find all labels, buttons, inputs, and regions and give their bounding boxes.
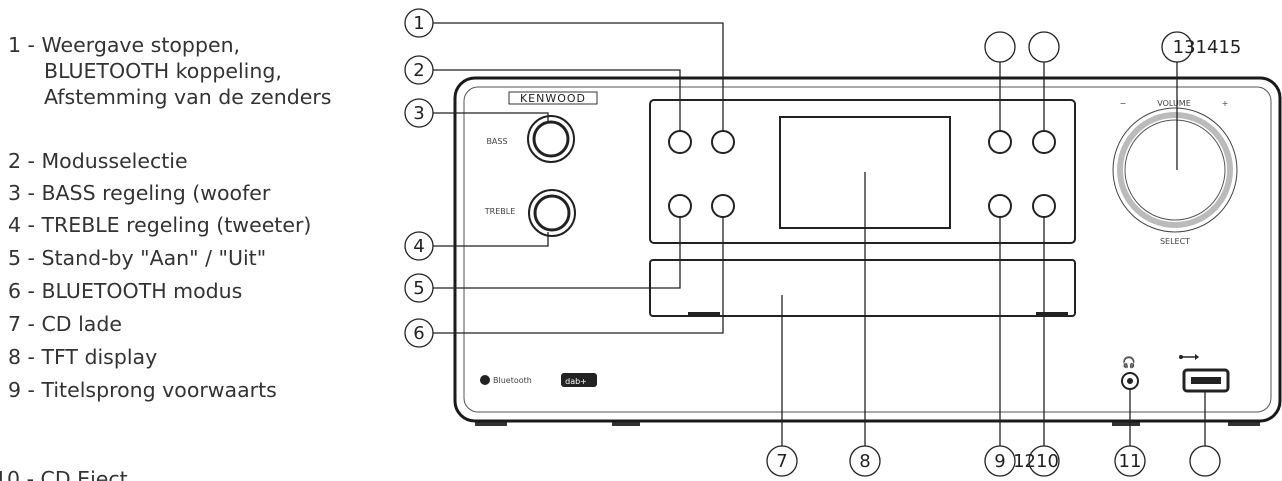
device-foot-right [1228, 420, 1260, 426]
leader-line-5 [433, 217, 681, 289]
legend-item-3: 3 - BASS regeling (woofer [8, 181, 271, 205]
callout-circle-6 [404, 318, 434, 348]
callout-circle-9 [984, 445, 1016, 477]
treble-label: TREBLE [484, 207, 516, 216]
callout-circle-2 [404, 55, 434, 85]
volume-minus-label: − [1120, 99, 1127, 108]
callout-circle-5 [404, 273, 434, 303]
svg-text:Bluetooth: Bluetooth [493, 376, 532, 385]
callout-5: 5 [413, 278, 424, 299]
dab-icon [561, 373, 597, 387]
callout-1: 1 [413, 13, 424, 34]
volume-knob[interactable] [1117, 112, 1233, 228]
leader-line-4 [433, 232, 549, 247]
bluetooth-icon [480, 375, 490, 385]
cd-tray [649, 259, 1076, 317]
callout-circle-14 [1028, 31, 1060, 63]
callout-circle-13 [984, 31, 1016, 63]
callout-2: 2 [413, 60, 424, 81]
bass-knob-inner [532, 120, 570, 158]
callout-9: 9 [994, 451, 1005, 472]
treble-knob-inner [533, 194, 571, 232]
select-label: SELECT [1160, 237, 1190, 246]
volume-knob-ring [1112, 107, 1238, 233]
leader-line-2 [433, 69, 681, 131]
callout-15: 131415 [1173, 37, 1242, 58]
callout-circle-12 [1189, 445, 1221, 477]
device-foot-center-right [1112, 420, 1140, 426]
callout-10: 1210 [1013, 451, 1059, 472]
callout-8: 8 [859, 451, 870, 472]
cd-tray-tab-left [688, 312, 720, 316]
device-body [453, 76, 1282, 423]
callout-6: 6 [413, 323, 424, 344]
volume-knob-inner [1124, 119, 1226, 221]
legend-item-6: 6 - BLUETOOTH modus [8, 279, 243, 303]
legend-item-9: 9 - Titelsprong voorwaarts [8, 378, 277, 402]
callout-11: 11 [1119, 451, 1142, 472]
volume-plus-label: + [1222, 99, 1229, 108]
mode-button[interactable] [668, 130, 692, 154]
leader-line-1 [433, 22, 724, 131]
skip-forward-button[interactable] [988, 194, 1012, 218]
standby-button[interactable] [668, 194, 692, 218]
legend-item-2: 2 - Modusselectie [8, 149, 188, 173]
callout-7: 7 [776, 451, 787, 472]
legend-item-8: 8 - TFT display [8, 345, 158, 369]
legend-item-10: 10 - CD Eject [0, 467, 128, 481]
volume-label: VOLUME [1157, 99, 1191, 108]
bass-knob[interactable] [527, 115, 575, 163]
bluetooth-logo: Bluetooth [480, 375, 532, 385]
legend-item-5: 5 - Stand-by "Aan" / "Uit" [8, 246, 267, 270]
bluetooth-mode-button[interactable] [711, 194, 735, 218]
callout-circle-10 [1028, 445, 1060, 477]
cd-tray-tab-right [1036, 312, 1068, 316]
usb-port-slot [1191, 377, 1221, 384]
callout-circle-15 [1161, 31, 1193, 63]
stop-button[interactable] [711, 130, 735, 154]
play-pause-button[interactable] [1032, 130, 1056, 154]
brand-logo: KENWOOD [520, 92, 586, 105]
control-panel [649, 99, 1076, 244]
callout-4: 4 [413, 236, 424, 257]
callout-circle-7 [766, 445, 798, 477]
eject-button[interactable] [1032, 194, 1056, 218]
leader-lines [433, 22, 1206, 447]
headphone-jack-hole [1127, 378, 1133, 384]
callout-circle-11 [1114, 445, 1146, 477]
treble-knob[interactable] [528, 189, 576, 237]
svg-text:dab+: dab+ [565, 377, 587, 386]
headphone-icon: 🎧 [1122, 356, 1136, 369]
callouts [404, 8, 1221, 477]
usb-icon [1179, 354, 1199, 360]
legend-item-7: 7 - CD lade [8, 312, 122, 336]
callout-3: 3 [413, 103, 424, 124]
device-inner-frame [463, 86, 1272, 413]
callout-circle-1 [404, 8, 434, 38]
skip-back-button[interactable] [988, 130, 1012, 154]
callout-circle-3 [404, 98, 434, 128]
legend: 1 - Weergave stoppen, BLUETOOTH koppelin… [0, 0, 400, 481]
callout-circle-8 [849, 445, 881, 477]
leader-line-3 [433, 112, 549, 122]
device-foot-left [475, 420, 507, 426]
callout-circle-4 [404, 231, 434, 261]
brand-box [508, 91, 598, 105]
dab-logo: dab+ [561, 373, 597, 387]
bass-label: BASS [486, 137, 507, 146]
legend-item-4: 4 - TREBLE regeling (tweeter) [8, 213, 312, 237]
leader-line-6 [433, 217, 724, 334]
legend-item-1: 1 - Weergave stoppen, BLUETOOTH koppelin… [8, 33, 332, 109]
device-foot-center-left [612, 420, 640, 426]
